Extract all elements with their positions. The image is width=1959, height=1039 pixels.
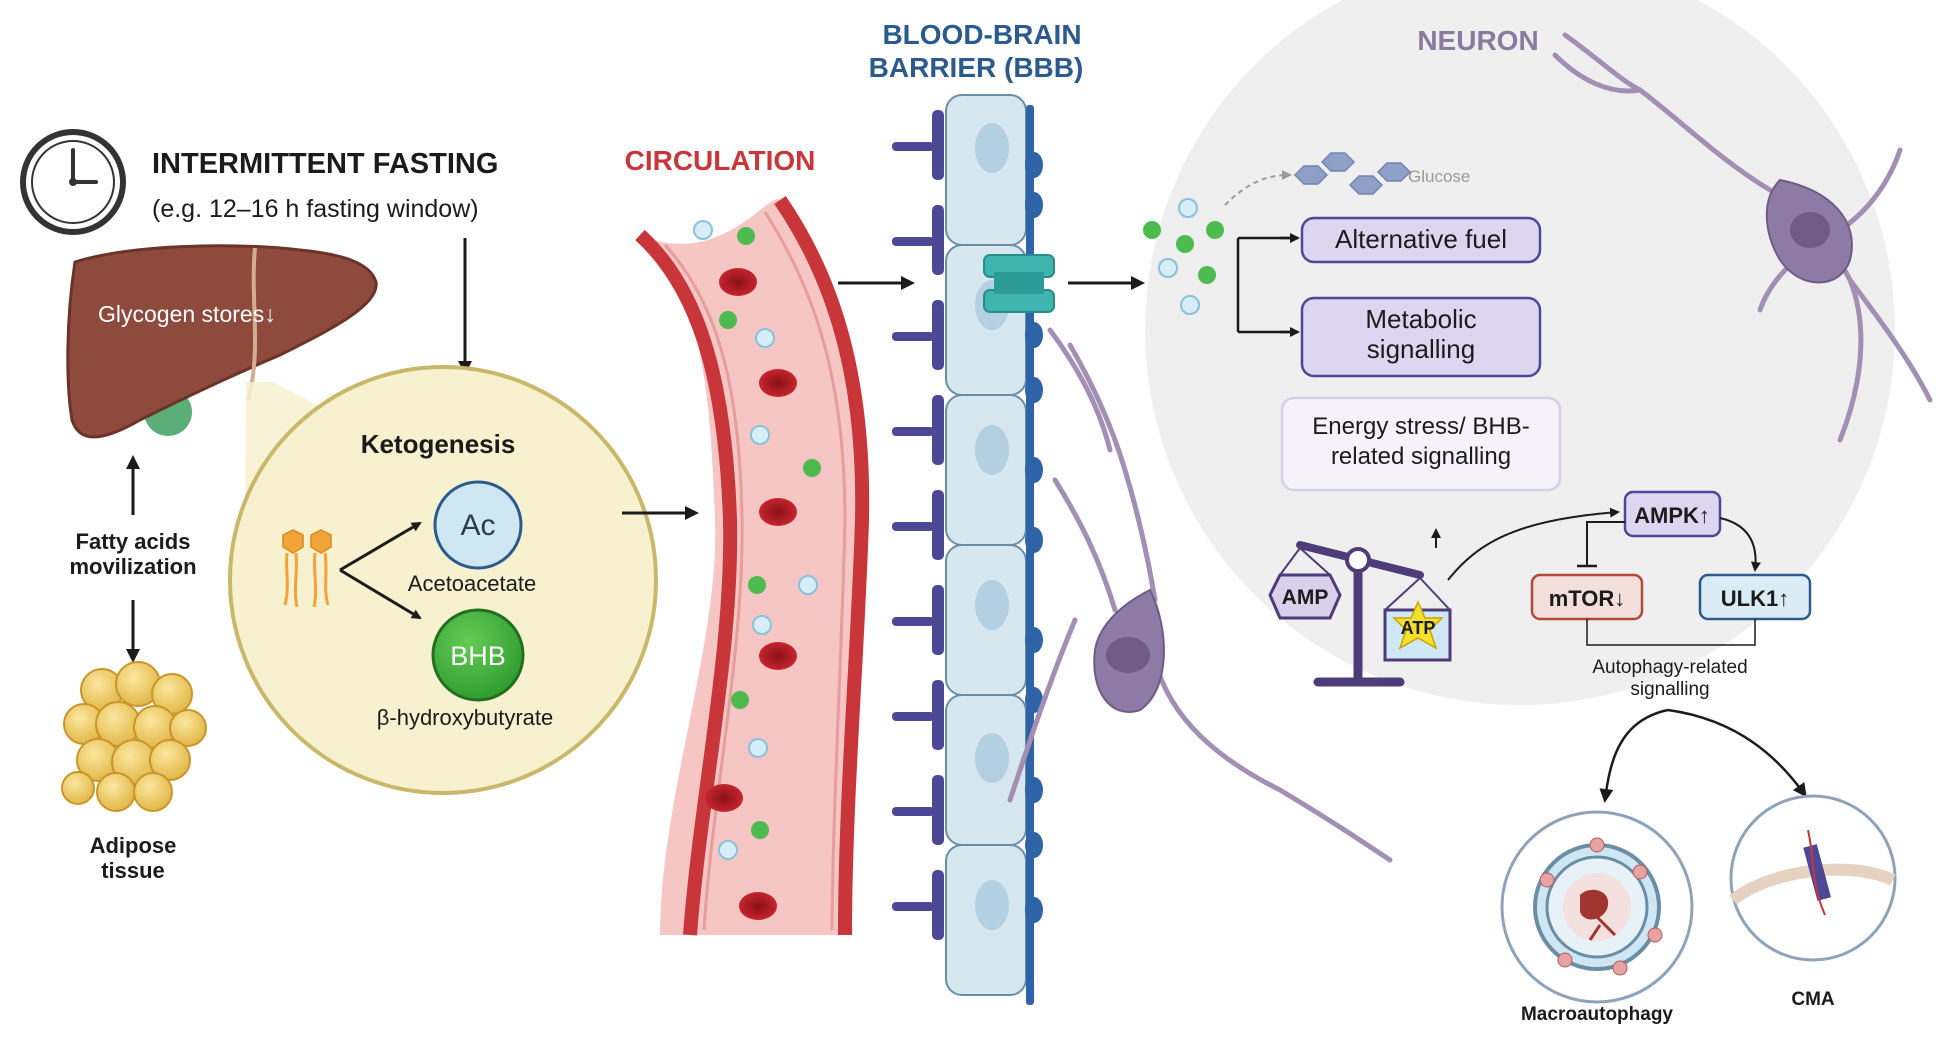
atp-label: ATP [1401, 618, 1436, 638]
glucose-label: Glucose [1408, 167, 1470, 186]
cma-icon [1729, 794, 1897, 962]
ampk-box [1623, 490, 1722, 538]
autophagy-bracket [1586, 619, 1756, 646]
clock-icon [20, 129, 126, 235]
bbb-endfeet-left [892, 110, 944, 940]
amp-label: AMP [1282, 586, 1329, 609]
macroautophagy-icon [1500, 810, 1694, 1004]
ampk-to-ulk1-arrow [1719, 517, 1761, 572]
bbb-label-2: BARRIER (BBB) [869, 52, 1084, 83]
metabolic-box [1300, 296, 1542, 378]
ketogenesis-title: Ketogenesis [361, 429, 516, 459]
autophagy-label-2: signalling [1630, 679, 1709, 700]
fasting-subtitle: (e.g. 12–16 h fasting window) [152, 195, 479, 223]
autophagy-label-1: Autophagy-related [1592, 657, 1747, 678]
glucose-icon [1293, 152, 1412, 195]
adipose-label-2: tissue [101, 858, 165, 883]
energy-stress-label-1: Energy stress/ BHB- [1312, 413, 1529, 440]
fatty-acid-molecule-icon [282, 529, 332, 608]
red-blood-cells [705, 268, 797, 920]
amp-weight-icon [1268, 573, 1342, 620]
bbb-cell-column [945, 94, 1027, 996]
fatty-acids-label-2: movilization [69, 554, 196, 579]
neuron-soma [1093, 178, 1853, 713]
neuron-label: NEURON [1417, 25, 1538, 56]
balance-scale-icon [1279, 541, 1451, 687]
transporter-icon [983, 254, 1055, 313]
blood-particles [693, 220, 821, 860]
bhb-name: β-hydroxybutyrate [377, 705, 554, 730]
atp-weight-icon [1383, 600, 1452, 662]
ketogenesis-circle [228, 365, 658, 795]
bbb-endfeet-right [1025, 105, 1043, 1005]
to-acetoacetate-arrow [339, 521, 422, 572]
metabolic-label-1: Metabolic [1365, 304, 1476, 334]
circulation-label: CIRCULATION [625, 145, 816, 176]
bhb-symbol: BHB [450, 641, 506, 671]
liver-label: Glycogen stores↓ [98, 301, 276, 327]
neuron-cells [1007, 32, 1933, 863]
ulk1-label: ULK1↑ [1721, 586, 1789, 611]
ampk-label: AMPK↑ [1634, 503, 1710, 528]
fatty-acids-label-1: Fatty acids [76, 529, 191, 554]
acetoacetate-symbol: Ac [460, 509, 495, 542]
acetoacetate-circle [433, 480, 523, 570]
to-bhb-arrow [339, 568, 422, 620]
acetoacetate-name: Acetoacetate [408, 571, 536, 596]
energy-stress-box [1280, 396, 1562, 492]
adipose-label-1: Adipose [90, 833, 177, 858]
cma-label: CMA [1791, 989, 1835, 1010]
scale-to-ampk-arrow [1447, 507, 1620, 581]
bbb-label-1: BLOOD-BRAIN [882, 19, 1081, 50]
alt-fuel-label: Alternative fuel [1335, 224, 1507, 254]
blood-vessel [635, 196, 870, 936]
to-cma-arrow [1667, 708, 1807, 798]
fasting-title: INTERMITTENT FASTING [152, 148, 498, 180]
adipose-tissue-icon [61, 661, 207, 812]
ampk-inhibits-mtor [1586, 521, 1625, 565]
glucose-dashed-arrow [1224, 170, 1292, 206]
to-macroautophagy-arrow [1599, 708, 1669, 803]
energy-stress-label-2: related signalling [1331, 443, 1511, 470]
bhb-circle [431, 608, 525, 702]
macroautophagy-label: Macroautophagy [1521, 1004, 1673, 1025]
liver-icon [66, 244, 378, 439]
ketone-particles [1143, 198, 1224, 315]
metabolic-label-2: signalling [1367, 334, 1475, 364]
alt-fuel-box [1300, 216, 1542, 264]
mtor-label: mTOR↓ [1549, 586, 1626, 611]
